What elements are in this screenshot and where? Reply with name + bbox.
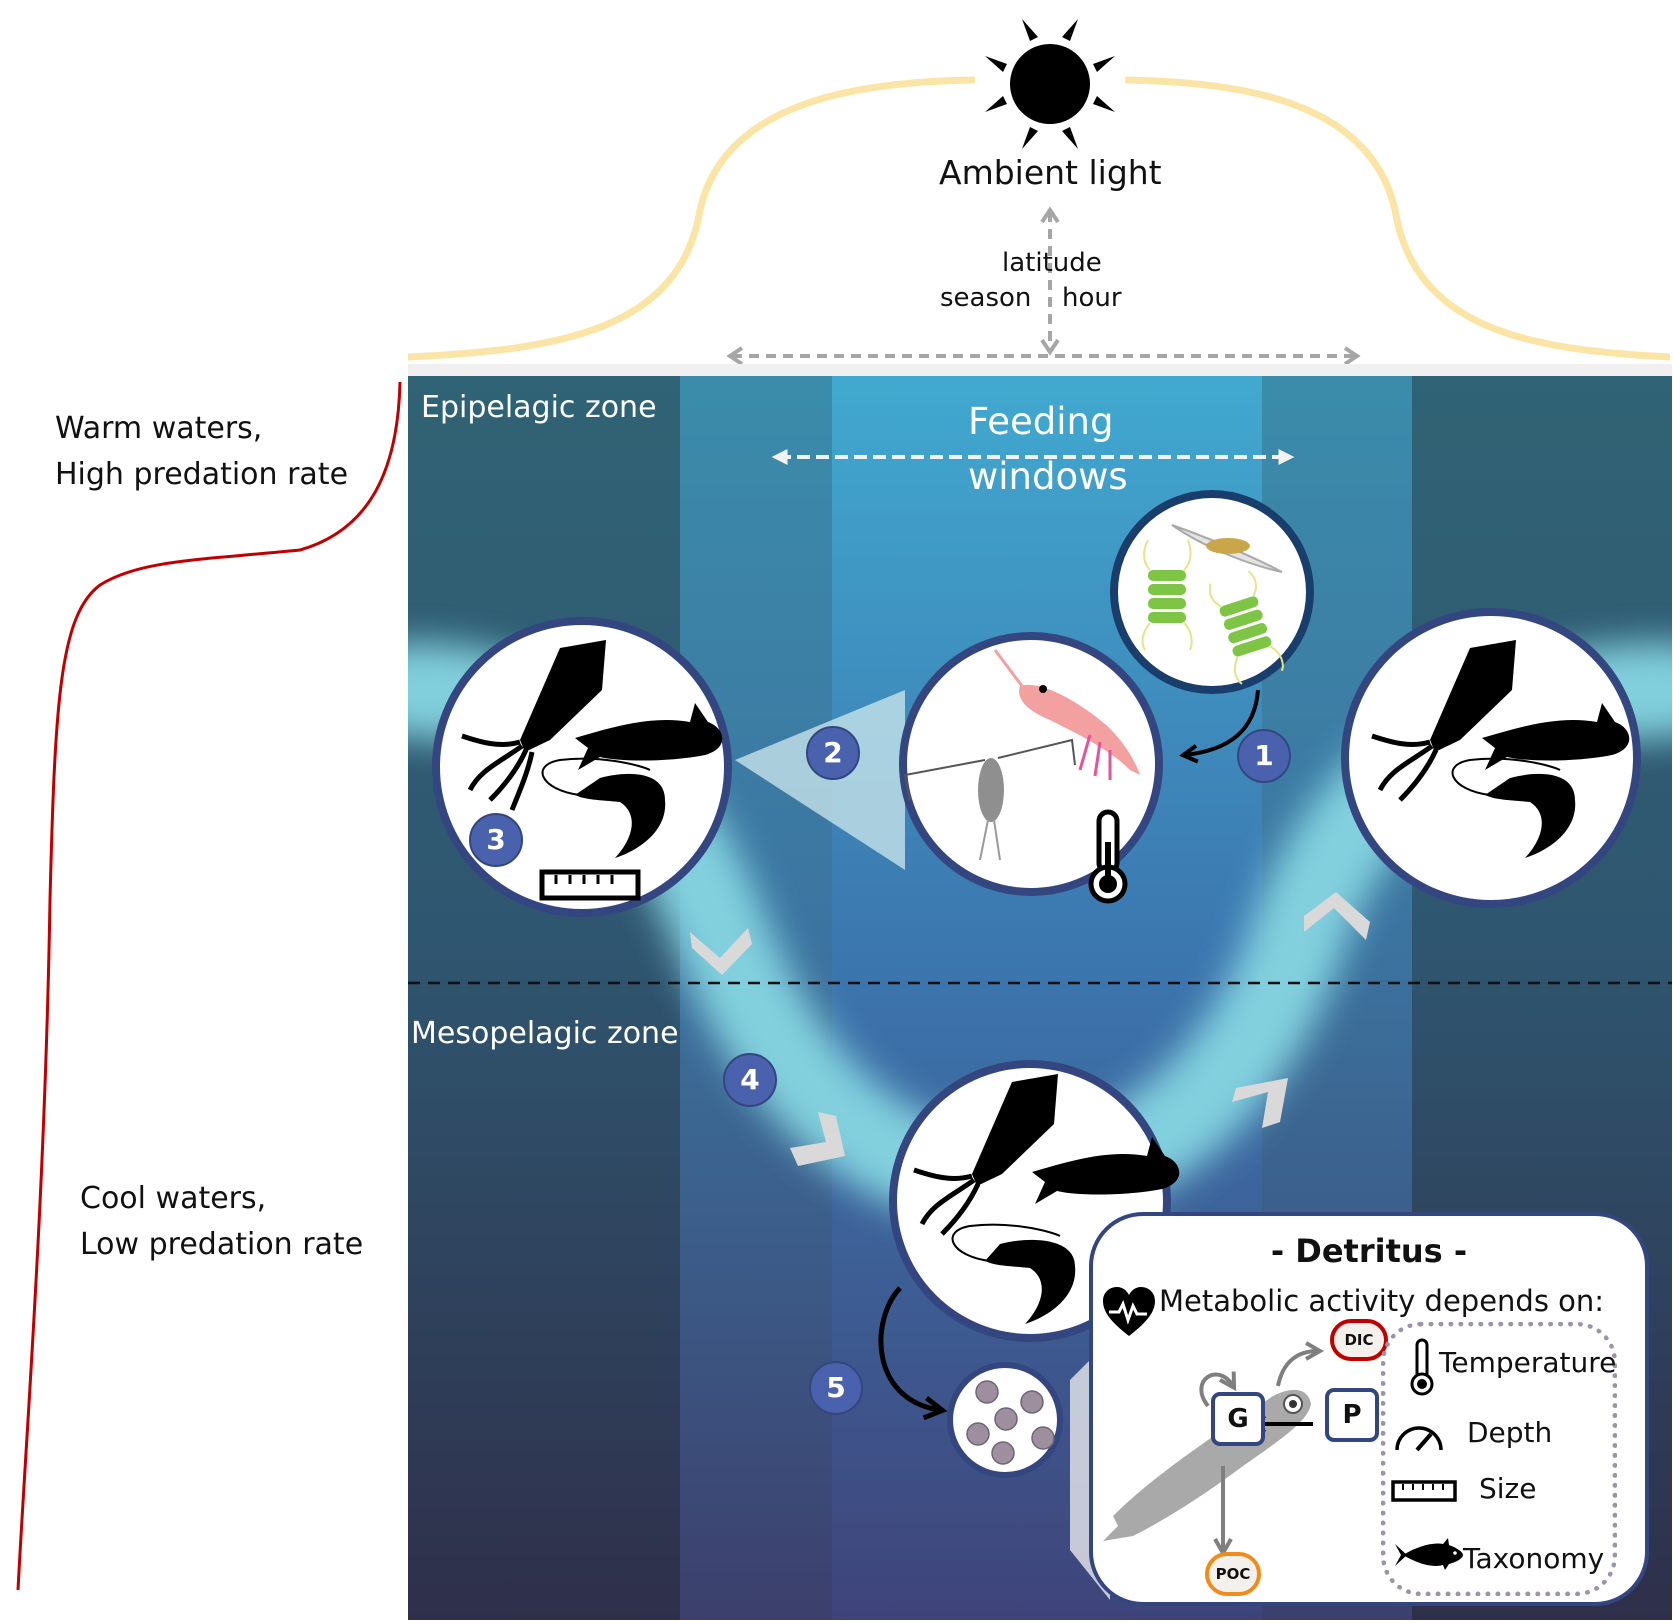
growth-node-g: G	[1211, 1392, 1265, 1446]
fish-icon	[575, 703, 723, 770]
cool-waters-label: Cool waters,	[80, 1181, 267, 1216]
gauge-icon	[1395, 1426, 1443, 1452]
feeding-windows-label-line2: windows	[968, 455, 1128, 498]
arrow-to-detritus	[878, 1286, 948, 1421]
sun-icon	[985, 19, 1115, 149]
squid-icon	[913, 1074, 1058, 1236]
step-badge-4: 4	[723, 1053, 777, 1107]
shrimp-icon	[951, 1223, 1076, 1324]
high-predation-label: High predation rate	[55, 457, 349, 492]
mesopelagic-zone-label: Mesopelagic zone	[411, 1016, 679, 1051]
zooplankton-circle	[899, 632, 1163, 896]
driver-latitude: latitude	[1002, 248, 1102, 278]
shrimp-icon	[541, 757, 666, 858]
step-badge-1: 1	[1237, 729, 1291, 783]
thermometer-icon	[1410, 1338, 1434, 1396]
chain-diatom-icon	[1141, 539, 1193, 651]
ruler-icon	[539, 869, 641, 901]
arrow-phyto-to-zoo	[1179, 689, 1260, 764]
migrants-circle-right	[1341, 608, 1641, 908]
chain-diatom-icon	[1208, 570, 1284, 685]
factor-temperature-label: Temperature	[1439, 1346, 1617, 1379]
ruler-icon	[1391, 1480, 1457, 1502]
dic-node: DIC	[1330, 1319, 1388, 1361]
shrimp-icon	[1451, 757, 1576, 858]
migrants-circle-left	[432, 617, 732, 917]
heart-pulse-icon	[1103, 1287, 1155, 1336]
squid-icon	[1371, 640, 1516, 802]
detritus-panel: - Detritus - Metabolic activity depends …	[1089, 1212, 1649, 1606]
fish-icon	[1032, 1137, 1180, 1204]
step-badge-2: 2	[806, 726, 860, 780]
factor-size-label: Size	[1479, 1472, 1537, 1505]
chevron-down-icon	[690, 928, 752, 975]
squid-icon	[461, 640, 606, 811]
step-badge-3: 3	[469, 813, 523, 867]
factors-box	[1381, 1322, 1617, 1596]
detritus-panel-subtitle: Metabolic activity depends on:	[1159, 1284, 1605, 1318]
driver-season: season	[940, 283, 1032, 313]
step-badge-5: 5	[809, 1361, 863, 1415]
warm-waters-label: Warm waters,	[55, 411, 263, 446]
low-predation-label: Low predation rate	[80, 1227, 364, 1262]
zoom-beam	[735, 690, 905, 870]
ambient-light-label: Ambient light	[939, 153, 1162, 192]
fish-icon	[1482, 703, 1630, 770]
particle-icon	[966, 1380, 1055, 1465]
feeding-windows-label-line1: Feeding	[968, 400, 1114, 443]
anchovy-fish-icon	[1103, 1389, 1311, 1541]
ocean-column-outer-left	[408, 376, 680, 1620]
detritus-panel-title: - Detritus -	[1270, 1232, 1468, 1270]
chevron-up-icon	[1304, 892, 1370, 940]
fish-icon	[1395, 1538, 1463, 1570]
diatom-icon	[1171, 524, 1283, 573]
epipelagic-zone-label: Epipelagic zone	[421, 390, 657, 425]
phytoplankton-circle	[1110, 490, 1314, 694]
factor-taxonomy-label: Taxonomy	[1463, 1542, 1605, 1575]
chevron-up-icon	[1232, 1078, 1288, 1128]
predation-node-p: P	[1325, 1388, 1379, 1442]
krill-icon	[993, 649, 1140, 780]
sky-arc	[407, 76, 1671, 361]
thermometer-icon	[1088, 809, 1128, 904]
copepod-icon	[903, 738, 1076, 861]
temperature-predation-curve	[16, 381, 402, 1591]
sea-surface	[408, 364, 1672, 376]
poc-node: POC	[1205, 1552, 1261, 1596]
factor-depth-label: Depth	[1467, 1416, 1553, 1449]
driver-hour: hour	[1062, 283, 1122, 313]
chevron-down-icon	[790, 1112, 845, 1166]
